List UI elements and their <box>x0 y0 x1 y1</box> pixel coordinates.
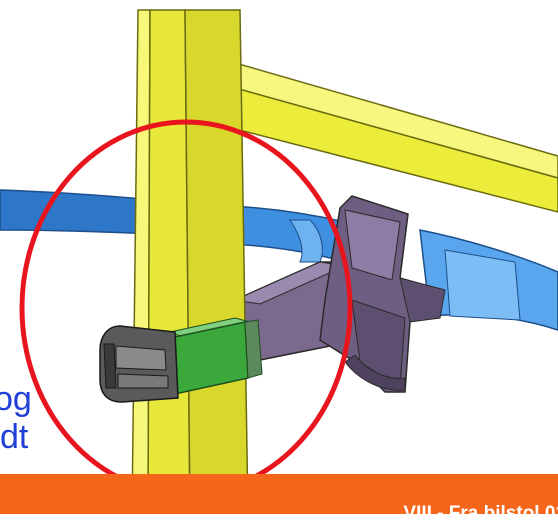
bracket-star-face <box>344 209 401 281</box>
clamp-inner-slot-2 <box>117 373 169 389</box>
post-clamp <box>99 325 179 403</box>
green-adapter <box>168 317 263 395</box>
blue-band-right-face <box>444 249 521 321</box>
yellow-post-left-face <box>131 9 151 514</box>
side-caption-line-1: og <box>0 380 32 418</box>
blue-band-left-section <box>0 189 156 235</box>
bracket-bottom-flange <box>344 354 406 391</box>
clamp-front-lip <box>103 343 117 389</box>
yellow-post-front-face <box>147 9 191 514</box>
side-caption-line-2: dt <box>0 418 29 456</box>
clamp-inner-slot <box>115 345 167 371</box>
purple-bracket <box>233 195 446 393</box>
yellow-post <box>131 9 249 514</box>
footer-bar <box>0 474 558 514</box>
yellow-post-right-face <box>184 9 249 514</box>
green-adapter-side-face <box>244 319 263 379</box>
bracket-right-tab <box>399 277 446 323</box>
